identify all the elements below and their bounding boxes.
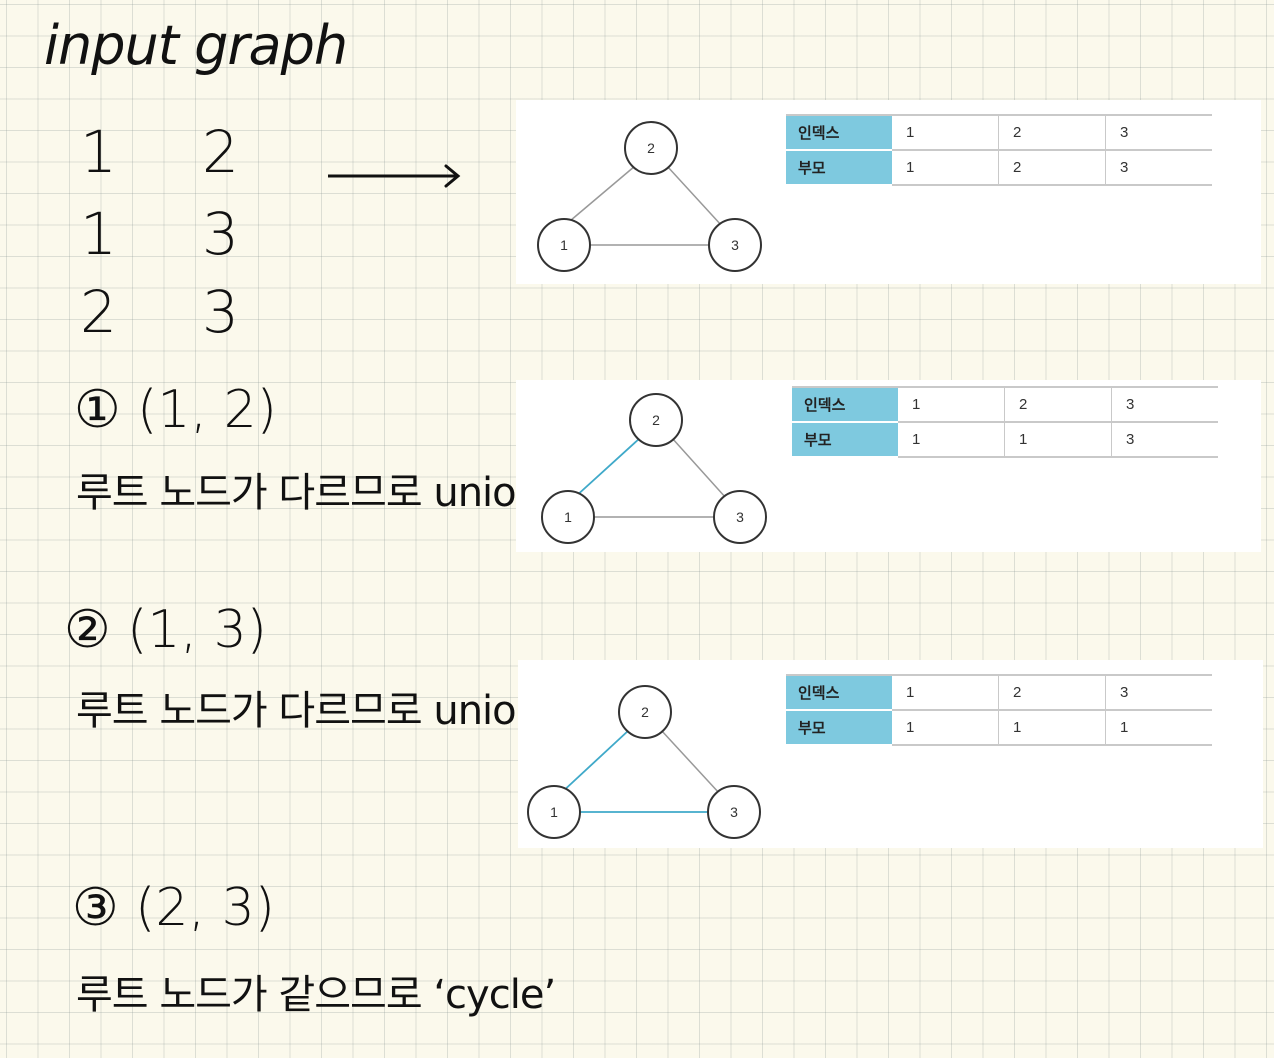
step-1-note: 루트 노드가 다르므로 union [76, 470, 541, 516]
union-find-panel-2: 1 2 3 인덱스 1 2 3 부모 1 1 3 [516, 380, 1261, 552]
table-header-parent: 부모 [786, 150, 892, 186]
graph-node-3 [707, 785, 761, 839]
table-cell: 1 [998, 710, 1106, 746]
step-3-note: 루트 노드가 같으므로 ‘cycle’ [76, 972, 556, 1018]
step-3-title: ③ (2, 3) [72, 878, 275, 938]
graph-edge-1-2 [573, 437, 641, 499]
graph-node-3 [713, 490, 767, 544]
graph-node-label-2: 2 [641, 704, 649, 720]
table-row-index: 인덱스 1 2 3 [786, 674, 1212, 711]
table-header-index: 인덱스 [786, 114, 892, 151]
table-cell: 3 [1111, 422, 1218, 458]
graph-node-label-3: 3 [730, 804, 738, 820]
table-cell: 1 [898, 422, 1005, 458]
graph-node-2 [629, 393, 683, 447]
table-row-index: 인덱스 1 2 3 [786, 114, 1212, 151]
table-cell: 1 [898, 386, 1005, 423]
graph-edge-1-2 [559, 729, 630, 795]
graph-edge-2-3 [671, 437, 727, 499]
table-header-index: 인덱스 [792, 386, 898, 423]
graph-node-label-2: 2 [652, 412, 660, 428]
table-cell: 2 [1004, 386, 1112, 423]
graph-node-3 [708, 218, 762, 272]
graph-node-label-1: 1 [560, 237, 568, 253]
table-cell: 1 [892, 114, 999, 151]
table-header-index: 인덱스 [786, 674, 892, 711]
step-2-title: ② (1, 3) [64, 600, 267, 660]
table-header-parent: 부모 [792, 422, 898, 458]
table-cell: 2 [998, 150, 1106, 186]
graph-edge-2-3 [666, 165, 723, 227]
table-header-parent: 부모 [786, 710, 892, 746]
table-cell: 1 [892, 710, 999, 746]
graph-node-label-1: 1 [550, 804, 558, 820]
table-row-index: 인덱스 1 2 3 [792, 386, 1218, 423]
table-cell: 1 [1004, 422, 1112, 458]
table-cell: 3 [1105, 114, 1212, 151]
union-find-panel-3: 1 2 3 인덱스 1 2 3 부모 1 1 1 [518, 660, 1263, 848]
table-cell: 1 [1105, 710, 1212, 746]
parent-table: 인덱스 1 2 3 부모 1 1 1 [786, 674, 1212, 746]
graph-diagram: 1 2 3 [527, 685, 761, 839]
edge-to: 3 [202, 278, 239, 346]
graph-node-label-1: 1 [564, 509, 572, 525]
table-cell: 3 [1105, 674, 1212, 711]
step-2-note: 루트 노드가 다르므로 union [76, 688, 541, 734]
edge-from: 2 [80, 278, 117, 346]
graph-node-label-3: 3 [731, 237, 739, 253]
graph-node-1 [527, 785, 581, 839]
table-row-parent: 부모 1 1 1 [786, 710, 1212, 746]
page-title: input graph [44, 14, 348, 77]
graph-node-1 [537, 218, 591, 272]
graph-node-label-2: 2 [647, 140, 655, 156]
table-row-parent: 부모 1 2 3 [786, 150, 1212, 186]
step-1-title: ① (1, 2) [74, 380, 277, 440]
graph-node-2 [618, 685, 672, 739]
graph-edge-2-3 [660, 729, 721, 795]
table-row-parent: 부모 1 1 3 [792, 422, 1218, 458]
graph-node-2 [624, 121, 678, 175]
graph-diagram: 1 2 3 [537, 121, 762, 272]
graph-diagram: 1 2 3 [541, 393, 767, 544]
table-cell: 3 [1105, 150, 1212, 186]
union-find-panel-1: 1 2 3 인덱스 1 2 3 부모 1 2 3 [516, 100, 1261, 284]
graph-node-1 [541, 490, 595, 544]
graph-edge-1-2 [563, 165, 636, 227]
parent-table: 인덱스 1 2 3 부모 1 2 3 [786, 114, 1212, 186]
edge-to: 2 [202, 118, 239, 186]
edge-from: 1 [80, 200, 117, 268]
graph-node-label-3: 3 [736, 509, 744, 525]
table-cell: 1 [892, 150, 999, 186]
parent-table: 인덱스 1 2 3 부모 1 1 3 [792, 386, 1218, 458]
right-arrow-icon [328, 164, 461, 188]
edge-from: 1 [80, 118, 117, 186]
table-cell: 2 [998, 674, 1106, 711]
table-cell: 2 [998, 114, 1106, 151]
table-cell: 1 [892, 674, 999, 711]
table-cell: 3 [1111, 386, 1218, 423]
edge-to: 3 [202, 200, 239, 268]
